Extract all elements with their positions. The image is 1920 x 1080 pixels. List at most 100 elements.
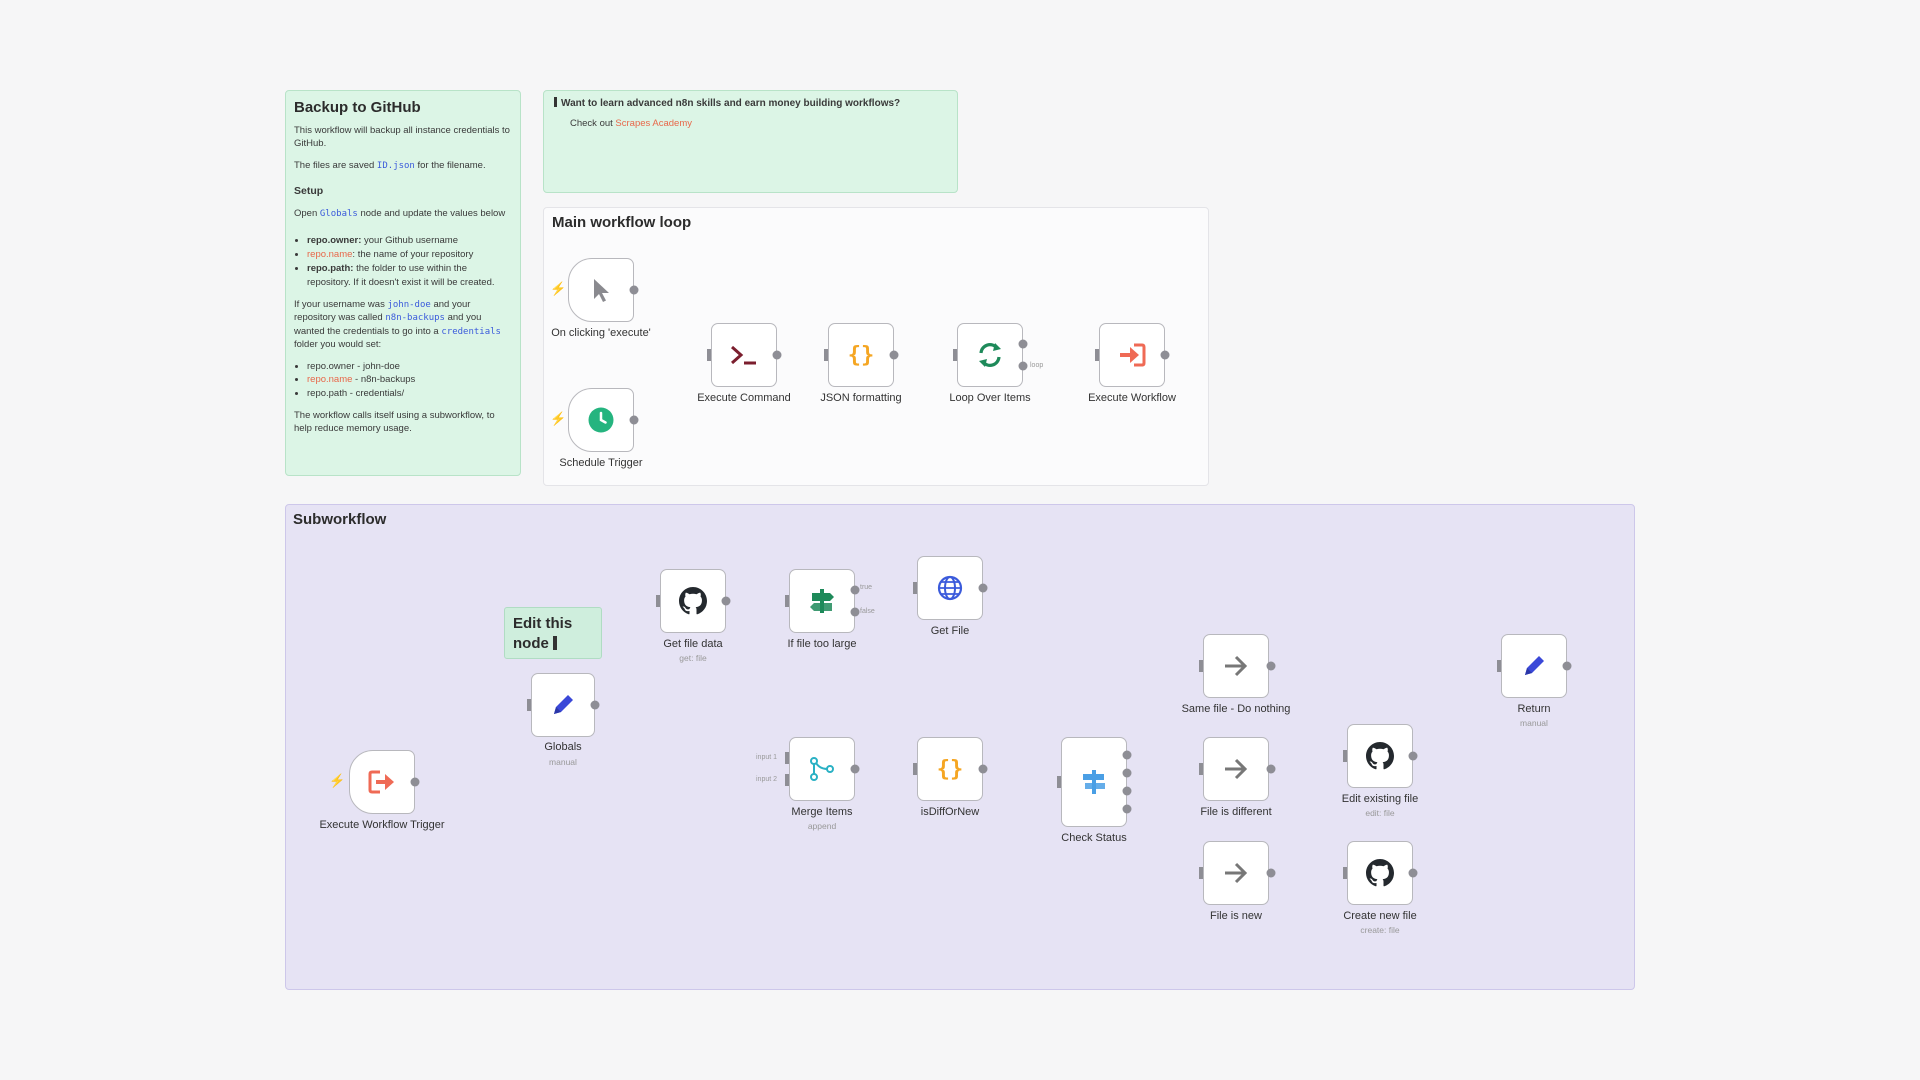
node-file-is-new[interactable] bbox=[1203, 841, 1269, 905]
node-subtitle: edit: file bbox=[1365, 808, 1395, 818]
edge-label-input1: input 1 bbox=[756, 754, 778, 761]
scrapes-academy-link[interactable]: Scrapes Academy bbox=[615, 118, 692, 129]
node-label: File is different bbox=[1200, 806, 1272, 818]
node-subtitle: append bbox=[807, 821, 837, 831]
backup-note-example: If your username was john-doe and your r… bbox=[294, 298, 501, 351]
node-label: Execute Command bbox=[697, 392, 791, 404]
backup-note[interactable]: Backup to GitHub This workflow will back… bbox=[285, 90, 521, 476]
braces-icon: {} bbox=[848, 343, 875, 368]
node-globals[interactable] bbox=[531, 673, 595, 737]
node-get-file[interactable] bbox=[917, 556, 983, 620]
loop-icon bbox=[979, 343, 1001, 367]
github-icon bbox=[1366, 859, 1394, 887]
merge-icon bbox=[810, 757, 834, 781]
promo-note-body: Check out Scrapes Academy bbox=[570, 118, 692, 129]
backup-note-bullets: repo.owner: your Github username repo.na… bbox=[294, 234, 512, 289]
node-label: Globals bbox=[544, 741, 582, 753]
node-same-file-do-nothing[interactable] bbox=[1203, 634, 1269, 698]
terminal-icon bbox=[731, 345, 756, 365]
backup-note-footer: The workflow calls itself using a subwor… bbox=[294, 409, 495, 435]
list-item: repo.path: the folder to use within the … bbox=[307, 262, 512, 290]
node-label: Get file data bbox=[663, 638, 723, 650]
svg-text:{}: {} bbox=[848, 343, 875, 368]
node-isdifforNew[interactable]: {} bbox=[917, 737, 983, 801]
node-merge-items[interactable] bbox=[789, 737, 855, 801]
arrow-right-icon bbox=[1225, 758, 1248, 780]
pencil-icon bbox=[554, 695, 573, 714]
main-loop-title: Main workflow loop bbox=[552, 214, 692, 231]
node-subtitle: get: file bbox=[679, 653, 707, 663]
node-return[interactable] bbox=[1501, 634, 1567, 698]
node-subtitle: create: file bbox=[1360, 925, 1400, 935]
cursor-icon bbox=[594, 279, 609, 302]
signpost-icon bbox=[810, 589, 834, 613]
promo-note-title: Want to learn advanced n8n skills and ea… bbox=[554, 97, 947, 111]
node-label: On clicking 'execute' bbox=[551, 327, 651, 339]
trigger-bolt-icon: ⚡ bbox=[329, 773, 346, 788]
backup-note-title: Backup to GitHub bbox=[294, 99, 421, 116]
edit-this-node-note[interactable]: Edit this node bbox=[504, 607, 602, 659]
node-label: Same file - Do nothing bbox=[1181, 703, 1291, 715]
node-label: JSON formatting bbox=[820, 392, 902, 404]
node-on-clicking-execute[interactable] bbox=[568, 258, 634, 322]
node-file-is-different[interactable] bbox=[1203, 737, 1269, 801]
subworkflow-title: Subworkflow bbox=[293, 511, 387, 528]
globe-icon bbox=[937, 575, 963, 601]
node-label: Check Status bbox=[1061, 832, 1127, 844]
switch-icon bbox=[1083, 770, 1105, 794]
node-label: Execute Workflow Trigger bbox=[319, 819, 445, 831]
edge-label-input2: input 2 bbox=[756, 776, 778, 783]
list-item: repo.name - n8n-backups bbox=[307, 373, 512, 387]
node-label: Create new file bbox=[1343, 910, 1417, 922]
trigger-bolt-icon: ⚡ bbox=[550, 411, 567, 426]
node-label: If file too large bbox=[787, 638, 857, 650]
backup-note-setup: Open Globals node and update the values … bbox=[294, 207, 506, 219]
node-get-file-data[interactable] bbox=[660, 569, 726, 633]
node-schedule-trigger[interactable] bbox=[568, 388, 634, 452]
node-check-status[interactable] bbox=[1061, 737, 1127, 827]
node-label: Return bbox=[1517, 703, 1551, 715]
trigger-bolt-icon: ⚡ bbox=[550, 281, 567, 296]
list-item: repo.owner - john-doe bbox=[307, 360, 512, 374]
node-label: Schedule Trigger bbox=[559, 457, 643, 469]
node-edit-existing-file[interactable] bbox=[1347, 724, 1413, 788]
arrow-right-icon bbox=[1225, 655, 1248, 677]
node-label: Merge Items bbox=[791, 806, 853, 818]
edge-label-loop: loop bbox=[1030, 362, 1044, 369]
node-json-formatting[interactable]: {} bbox=[828, 323, 894, 387]
pencil-icon bbox=[1525, 656, 1544, 675]
github-icon bbox=[679, 587, 707, 615]
node-subtitle: manual bbox=[549, 757, 577, 767]
promo-note[interactable]: Want to learn advanced n8n skills and ea… bbox=[543, 90, 958, 193]
list-item: repo.path - credentials/ bbox=[307, 387, 512, 401]
node-subtitle: manual bbox=[1520, 718, 1548, 728]
node-label: isDiffOrNew bbox=[920, 806, 980, 818]
node-execute-workflow[interactable] bbox=[1099, 323, 1165, 387]
svg-text:{}: {} bbox=[937, 757, 964, 782]
node-execute-workflow-trigger[interactable] bbox=[349, 750, 415, 814]
enter-arrow-icon bbox=[1120, 343, 1146, 367]
list-item: repo.owner: your Github username bbox=[307, 234, 512, 248]
exit-arrow-icon bbox=[368, 770, 394, 794]
backup-note-values: repo.owner - john-doe repo.name - n8n-ba… bbox=[294, 360, 512, 401]
node-label: Execute Workflow bbox=[1088, 392, 1176, 404]
arrow-right-icon bbox=[1225, 862, 1248, 884]
node-label: Get File bbox=[930, 625, 970, 637]
node-execute-command[interactable] bbox=[711, 323, 777, 387]
backup-note-setup-heading: Setup bbox=[294, 185, 324, 198]
node-label: Loop Over Items bbox=[949, 392, 1031, 404]
github-icon bbox=[1366, 742, 1394, 770]
clock-icon bbox=[588, 407, 614, 433]
braces-icon: {} bbox=[937, 757, 964, 782]
backup-note-intro: This workflow will backup all instance c… bbox=[294, 125, 510, 150]
node-label: File is new bbox=[1210, 910, 1262, 922]
node-create-new-file[interactable] bbox=[1347, 841, 1413, 905]
list-item: repo.name: the name of your repository bbox=[307, 248, 512, 262]
edge-label-true: true bbox=[860, 584, 873, 591]
node-loop-over-items[interactable] bbox=[957, 323, 1023, 387]
node-if-file-too-large[interactable] bbox=[789, 569, 855, 633]
edge-label-false: false bbox=[860, 608, 875, 615]
node-label: Edit existing file bbox=[1341, 793, 1419, 805]
backup-note-files: The files are saved ID.json for the file… bbox=[294, 159, 486, 171]
